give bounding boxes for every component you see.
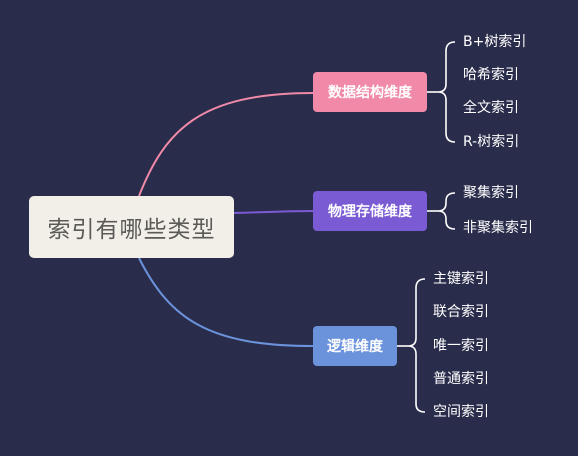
branch-label: 物理存储维度 bbox=[328, 204, 412, 220]
leaf-unique-index[interactable]: 唯一索引 bbox=[433, 338, 489, 354]
bracket-structure bbox=[427, 41, 456, 143]
leaf-primary-key-index[interactable]: 主键索引 bbox=[433, 271, 489, 287]
leaf-fulltext-index[interactable]: 全文索引 bbox=[463, 100, 519, 116]
leaf-rtree-index[interactable]: R-树索引 bbox=[463, 134, 520, 150]
bracket-physical bbox=[427, 192, 456, 230]
branch-physical-storage[interactable]: 物理存储维度 bbox=[313, 191, 427, 231]
branch-data-structure[interactable]: 数据结构维度 bbox=[313, 72, 427, 112]
leaf-btree-index[interactable]: B+树索引 bbox=[463, 34, 527, 50]
connector-root-to-structure bbox=[138, 92, 314, 197]
leaf-normal-index[interactable]: 普通索引 bbox=[433, 371, 489, 387]
root-topic-label: 索引有哪些类型 bbox=[47, 217, 216, 243]
leaf-hash-index[interactable]: 哈希索引 bbox=[463, 67, 519, 83]
branch-label: 数据结构维度 bbox=[328, 85, 412, 101]
bracket-logical bbox=[397, 278, 426, 413]
leaf-nonclustered-index[interactable]: 非聚集索引 bbox=[463, 220, 533, 236]
root-topic[interactable]: 索引有哪些类型 bbox=[29, 196, 234, 258]
connector-root-to-physical bbox=[233, 210, 314, 214]
leaf-composite-index[interactable]: 联合索引 bbox=[433, 304, 489, 320]
branch-label: 逻辑维度 bbox=[327, 339, 383, 355]
connector-root-to-logical bbox=[138, 257, 314, 347]
leaf-clustered-index[interactable]: 聚集索引 bbox=[463, 185, 519, 201]
leaf-spatial-index[interactable]: 空间索引 bbox=[433, 404, 489, 420]
branch-logical[interactable]: 逻辑维度 bbox=[313, 326, 397, 366]
